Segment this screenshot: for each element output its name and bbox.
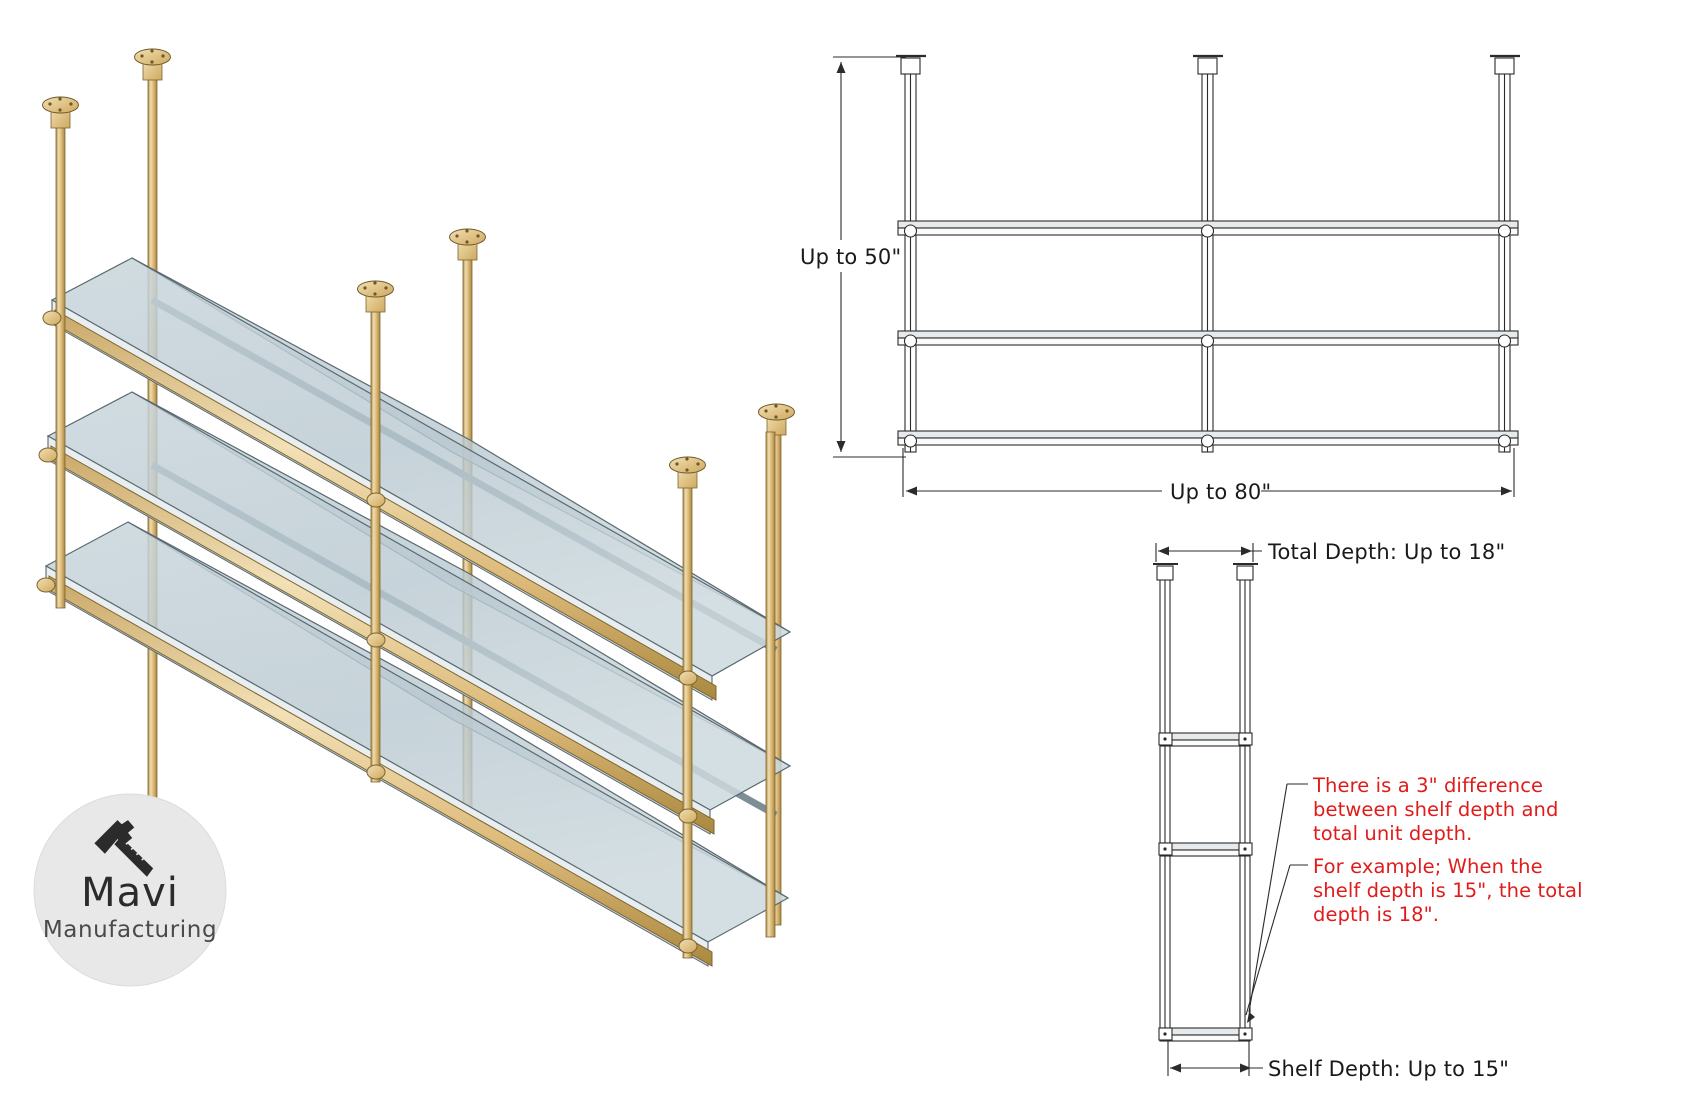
iso-rod-rear-far-right (765, 431, 776, 938)
front-elev-height-dimension (790, 56, 906, 458)
annotation-note-2: For example; When the shelf depth is 15"… (1313, 855, 1583, 926)
iso-struts-shelf-middle (147, 396, 781, 800)
iso-rod-front-mid (357, 280, 394, 783)
front-elev-joints (903, 224, 1512, 448)
total-depth-label: Total Depth: Up to 18" (1267, 540, 1505, 564)
logo-subtitle: Manufacturing (43, 917, 217, 943)
shelf-depth-label: Shelf Depth: Up to 15" (1268, 1057, 1509, 1081)
note2-line2: shelf depth is 15", the total (1313, 879, 1583, 902)
iso-connector-nodes (36, 310, 698, 954)
iso-struts-shelf-bottom (147, 526, 781, 932)
iso-rod-front-left (42, 96, 79, 609)
side-elev-total-depth-dimension (1155, 543, 1262, 562)
note1-line3: total unit depth. (1313, 822, 1472, 845)
logo-circle (33, 793, 227, 987)
note1-line2: between shelf depth and (1313, 798, 1558, 821)
iso-rod-front-right (669, 456, 706, 959)
front-elev-rods (896, 54, 1520, 453)
note2-line3: depth is 18". (1313, 903, 1439, 926)
caliper-icon (94, 820, 154, 877)
front-elev-width-dimension (902, 448, 1515, 505)
logo-name: Mavi (81, 870, 179, 916)
annotation-leader-lines (1245, 783, 1308, 1023)
iso-struts-shelf-top (147, 262, 472, 492)
side-elev-shelf-depth-dimension (1167, 1040, 1263, 1076)
note1-line1: There is a 3" difference (1312, 774, 1543, 797)
width-dimension-label: Up to 80" (1170, 480, 1271, 504)
height-dimension-label: Up to 50" (800, 245, 901, 269)
note2-line1: For example; When the (1313, 855, 1543, 878)
annotation-note-1: There is a 3" difference between shelf d… (1312, 774, 1558, 845)
